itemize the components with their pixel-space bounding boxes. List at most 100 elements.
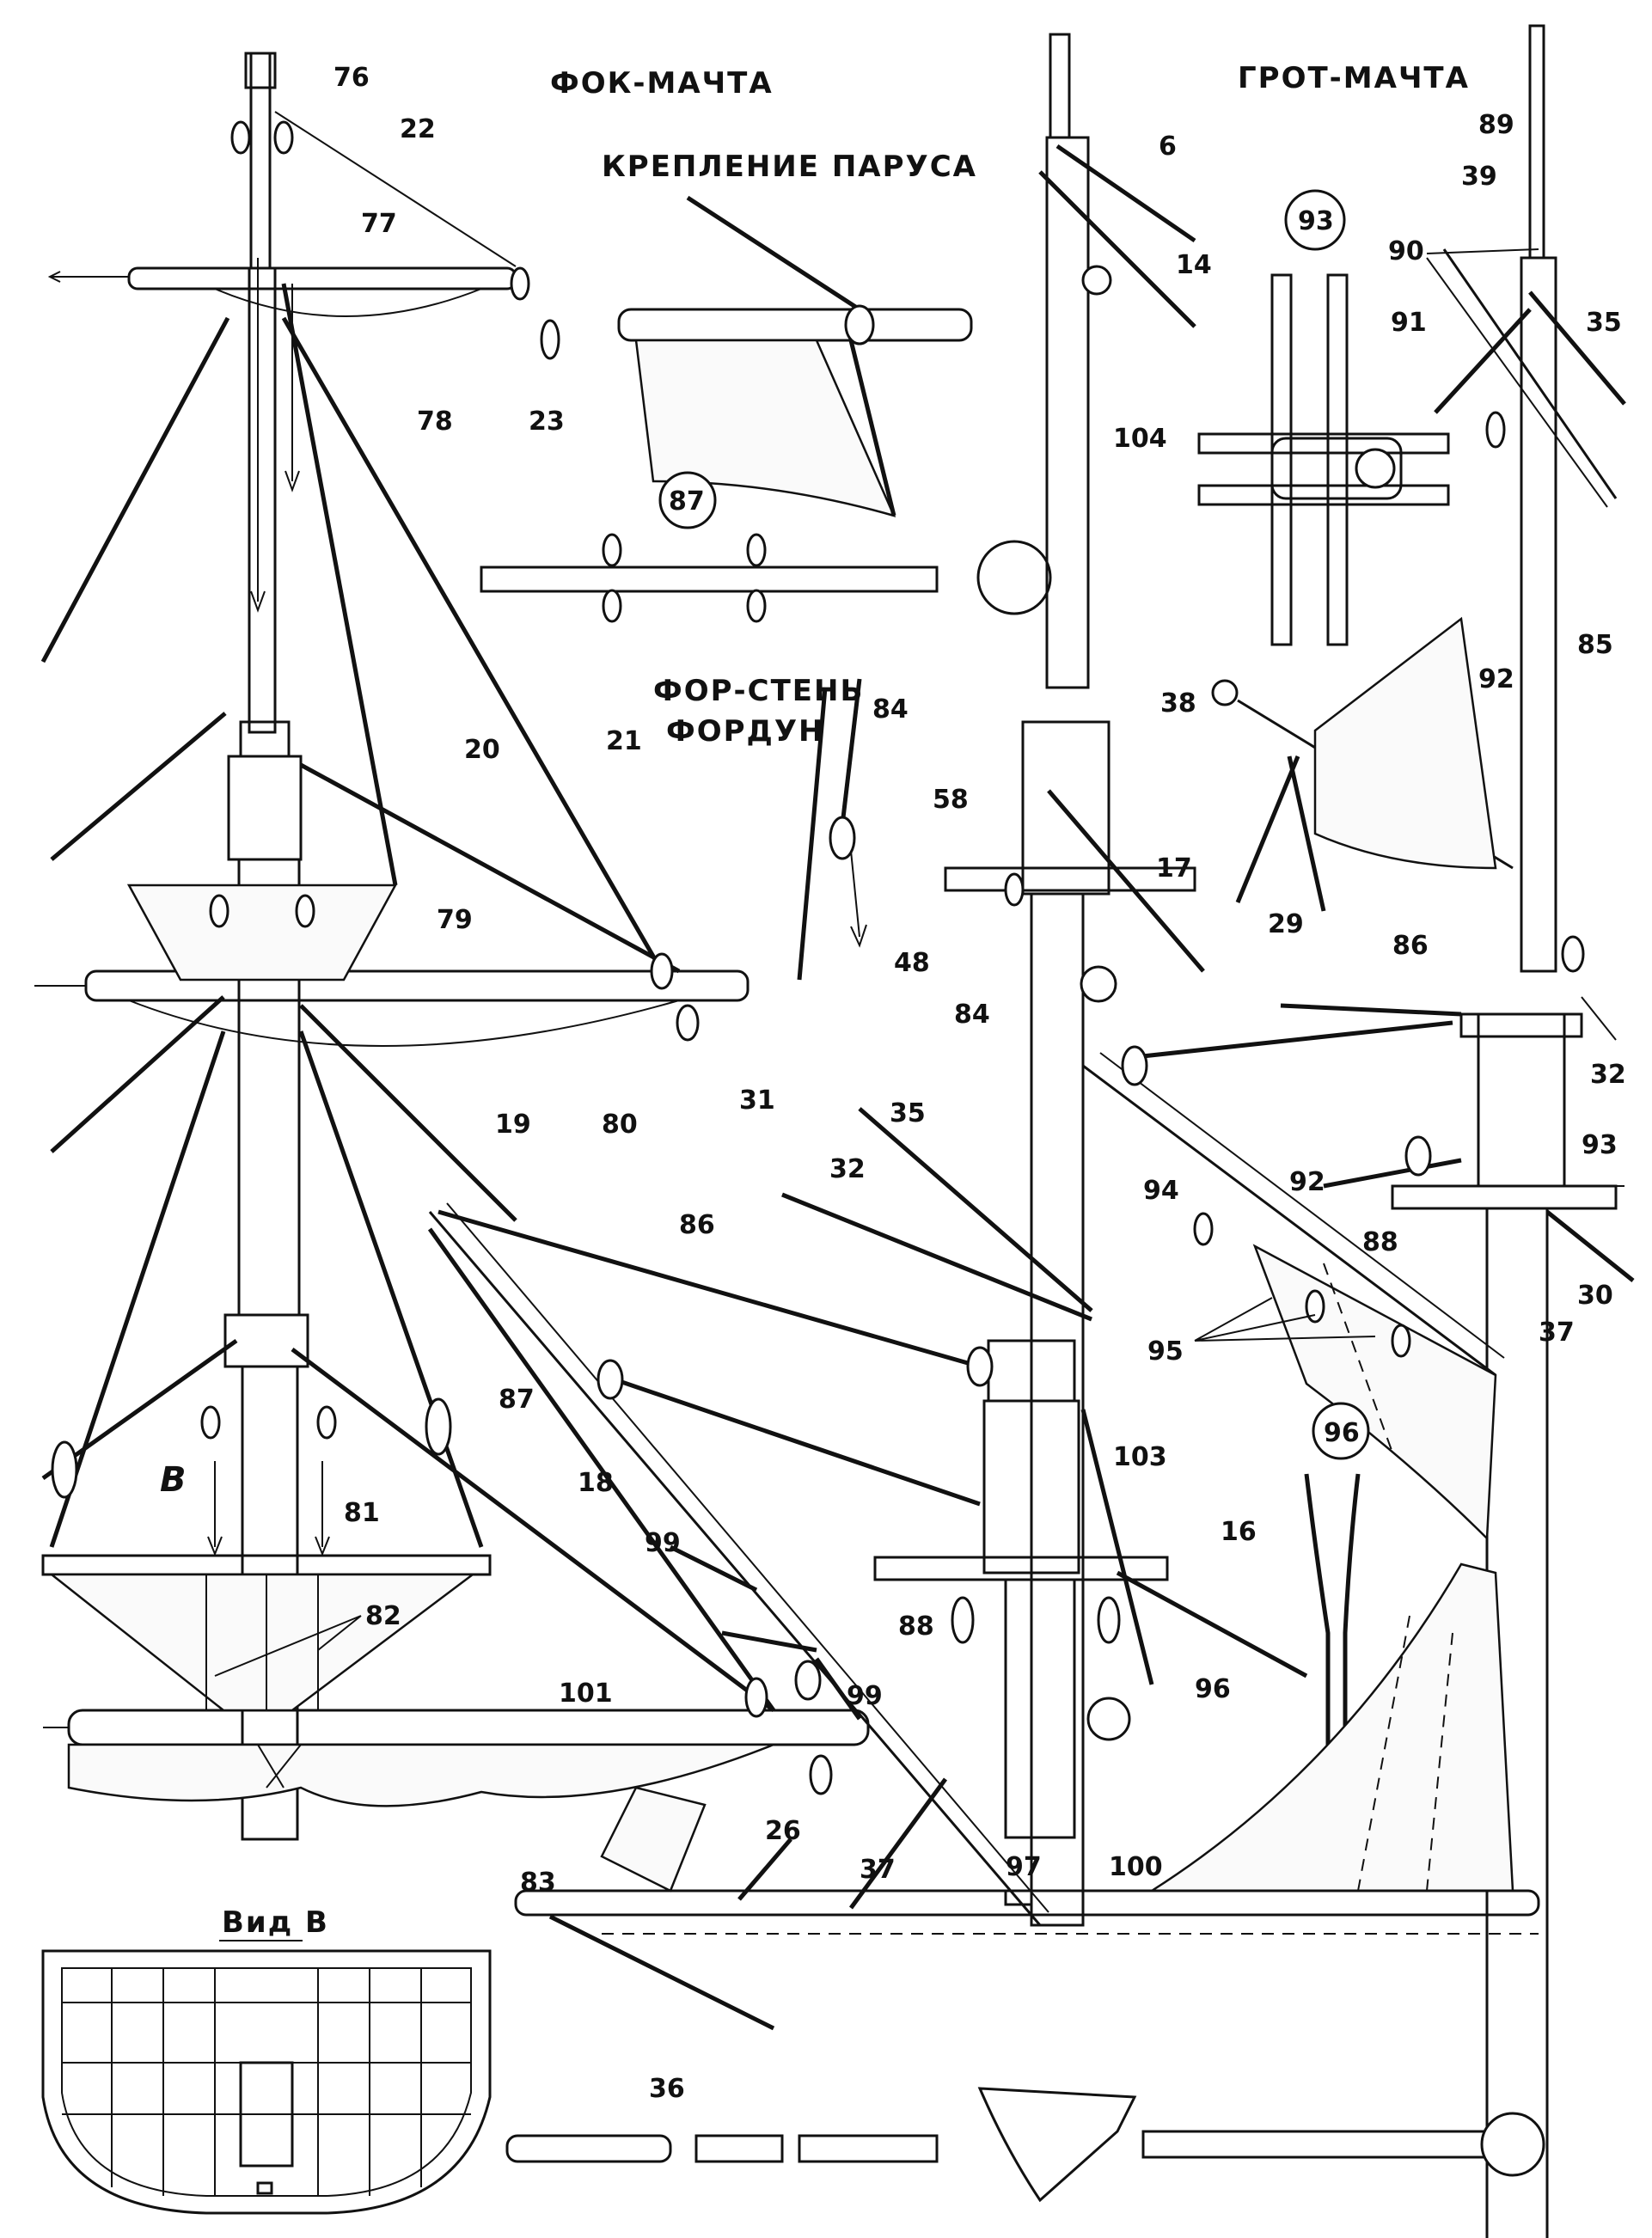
fore-lower-shroud-left-1 [49,1030,226,1548]
spar-87-inner [446,1202,1049,1913]
label-18: 18 [578,1468,614,1498]
fore-topmast-hounds [227,755,303,861]
main-mast-assembly [1082,24,1635,2238]
label-37b: 37 [860,1855,896,1885]
middle-stay-16 [1116,1570,1308,1678]
label-85: 85 [1577,630,1613,660]
middle-stay-32 [781,1192,1092,1322]
label-31: 31 [739,1085,775,1116]
label-82: 82 [365,1601,401,1631]
yard-87-block-4 [746,589,767,623]
transom-inner [61,1967,472,2197]
fore-block-8 [200,1405,221,1440]
main-crosstree [1391,1184,1618,1210]
label-92a: 92 [1478,664,1514,694]
fore-shroud-left-3 [50,712,227,861]
leader-95 [1194,1297,1376,1342]
transom-verticals [111,1968,422,2196]
label-92b: 92 [1289,1167,1325,1197]
transom-bottom-mark [256,2181,273,2195]
fore-arrow-3 [207,1461,223,1556]
detail-38-sail [1313,616,1497,870]
fore-topmast-shroud-left-1 [40,316,230,663]
fore-topmast [248,266,277,734]
yard-87-bar [480,566,939,593]
fore-top-platform [41,1554,492,1576]
label-22: 22 [400,114,436,144]
fore-shroud-right-b [291,1348,775,1712]
middle-stay-14 [1038,170,1196,328]
fore-block-3 [510,266,530,301]
circle-93-label: 93 [1298,206,1334,236]
sail-fastening-title: КРЕПЛЕНИЕ ПАРУСА [602,150,977,184]
label-21: 21 [606,726,642,756]
main-stay-92 [1323,1158,1462,1189]
main-stay-30 [1545,1210,1635,1282]
fore-topgallant-yard [127,266,517,290]
middle-topgallant-mast [1049,33,1071,139]
fastening-brace [686,195,861,312]
sail-fastening-detail [617,195,973,517]
spar-87 [428,1211,1042,1926]
platform-93-detail: 93 [1197,189,1450,646]
label-97: 97 [1006,1852,1042,1882]
detail-38-rope [1235,755,1300,903]
fore-mast-title: ФОК-МАЧТА [550,66,774,101]
circle-96-label: 96 [1324,1418,1360,1448]
label-104: 104 [1113,424,1167,454]
label-29: 29 [1268,909,1304,939]
circle-96 [1312,1402,1370,1460]
boom-fitting-97 [1004,1889,1033,1906]
main-gaff-39-b [1426,257,1608,508]
label-95: 95 [1147,1336,1184,1367]
fore-lower-cap [223,1313,309,1368]
label-103: 103 [1113,1442,1167,1472]
part-end-1 [505,2134,672,2163]
yard-arm-87-detail: 87 [480,471,1052,623]
fore-deadeye-1 [51,1440,78,1499]
label-80: 80 [602,1110,638,1140]
main-stay-91 [1434,308,1532,414]
fore-block-11 [744,1677,768,1718]
spanker-dash-2 [1426,1632,1453,1892]
label-90: 90 [1388,236,1424,266]
fore-stay-20 [299,762,681,974]
label-14: 14 [1176,250,1212,280]
part-mid-1 [694,2134,784,2163]
part-jaw [977,2087,1137,2203]
sail-detail-38 [1211,616,1514,912]
yard-87-end [976,540,1052,615]
middle-block-96 [1097,1596,1121,1644]
transom-beams [62,2002,471,2115]
main-mast-title: ГРОТ-МАЧТА [1238,61,1470,95]
main-block-6 [1485,411,1506,449]
main-gaff-94 [1082,1064,1496,1377]
spar-block-1 [597,1359,624,1400]
main-gaff-39 [1442,248,1618,499]
fore-topmast-stay-detail [797,678,867,981]
label-99a: 99 [645,1528,681,1558]
platform-93-ring [1355,448,1396,489]
fore-block-5 [295,894,315,928]
label-88b: 88 [1362,1227,1398,1257]
fore-course-foot [67,1743,774,1807]
label-30: 30 [1577,1281,1613,1311]
fore-spar-86-87 [428,1202,1049,1926]
fastening-yard [617,308,973,342]
fore-topmast-shroud-left-2 [50,995,225,1153]
label-78: 78 [417,407,453,437]
fore-stay-22 [274,111,517,267]
middle-lower-shroud-96 [1080,1409,1154,1685]
rope-37-a [737,1837,792,1901]
fore-stay-21 [281,316,664,973]
label-35b: 35 [1586,308,1622,338]
rope-99-c [814,1657,862,1721]
part-mid-2 [798,2134,939,2163]
transom-window [239,2061,294,2168]
label-84b: 84 [954,1000,990,1030]
label-6: 6 [1159,131,1177,162]
label-32a: 32 [829,1154,866,1184]
middle-stay-6 [1055,144,1196,243]
main-hounds [1477,1012,1566,1188]
circle-87-label: 87 [669,486,705,517]
